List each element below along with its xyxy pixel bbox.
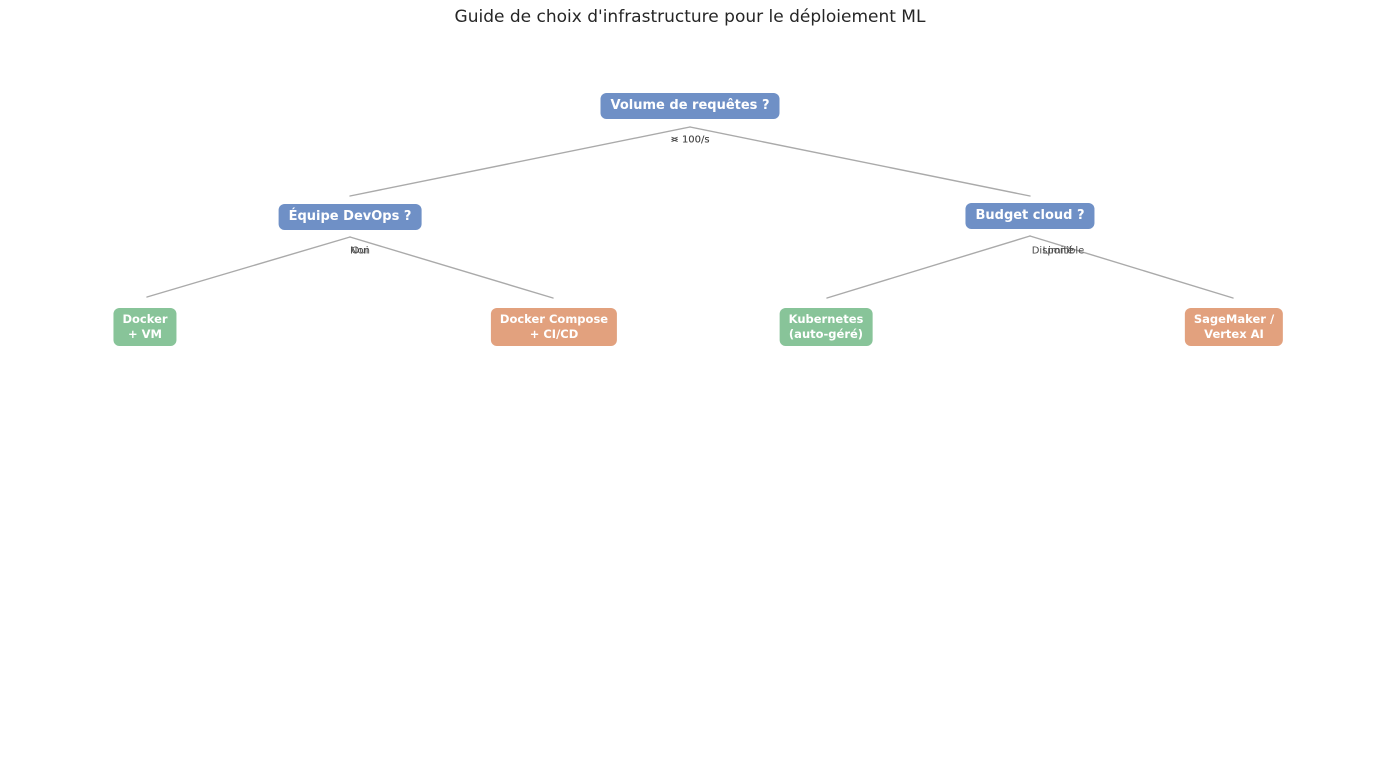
edge-line-budget-kubernetes (826, 235, 1031, 299)
node-label-line1: SageMaker / (1193, 312, 1275, 326)
node-budget-cloud: Budget cloud ? (965, 203, 1095, 229)
node-label-line2: (auto-géré) (788, 327, 864, 341)
node-kubernetes-auto-gere: Kubernetes (auto-géré) (779, 308, 873, 346)
edge-label-volume-budget: > 100/s (670, 134, 710, 146)
node-sagemaker-vertex-ai: SageMaker / Vertex AI (1184, 308, 1284, 346)
node-label-line2: + VM (128, 327, 162, 341)
edge-label-devops-docker-vm: Non (350, 245, 370, 257)
edge-label-devops-compose: Oui (351, 245, 369, 257)
edge-label-volume-devops: < 100/s (670, 134, 710, 146)
edge-label-budget-kubernetes: Limité (1042, 245, 1074, 257)
edge-line-volume-budget (689, 126, 1031, 197)
edge-line-volume-devops (349, 126, 691, 197)
node-docker-vm: Docker + VM (113, 308, 177, 346)
node-label: Budget cloud ? (975, 208, 1085, 223)
node-docker-compose-cicd: Docker Compose + CI/CD (490, 308, 618, 346)
node-label-line1: Kubernetes (788, 312, 864, 326)
node-volume-de-requetes: Volume de requêtes ? (600, 93, 780, 119)
node-label-line1: Docker (122, 312, 168, 326)
node-label: Volume de requêtes ? (610, 98, 770, 113)
edge-label-budget-sagemaker: Disponible (1031, 245, 1085, 257)
edge-line-budget-sagemaker (1029, 235, 1234, 299)
node-label: Équipe DevOps ? (288, 209, 412, 224)
edge-line-devops-compose (349, 236, 554, 299)
node-label-line2: + CI/CD (529, 327, 579, 341)
node-label-line1: Docker Compose (499, 312, 609, 326)
edge-line-devops-docker-vm (146, 236, 351, 298)
node-equipe-devops: Équipe DevOps ? (278, 204, 422, 230)
node-label-line2: Vertex AI (1204, 327, 1264, 341)
page-title: Guide de choix d'infrastructure pour le … (454, 7, 926, 27)
